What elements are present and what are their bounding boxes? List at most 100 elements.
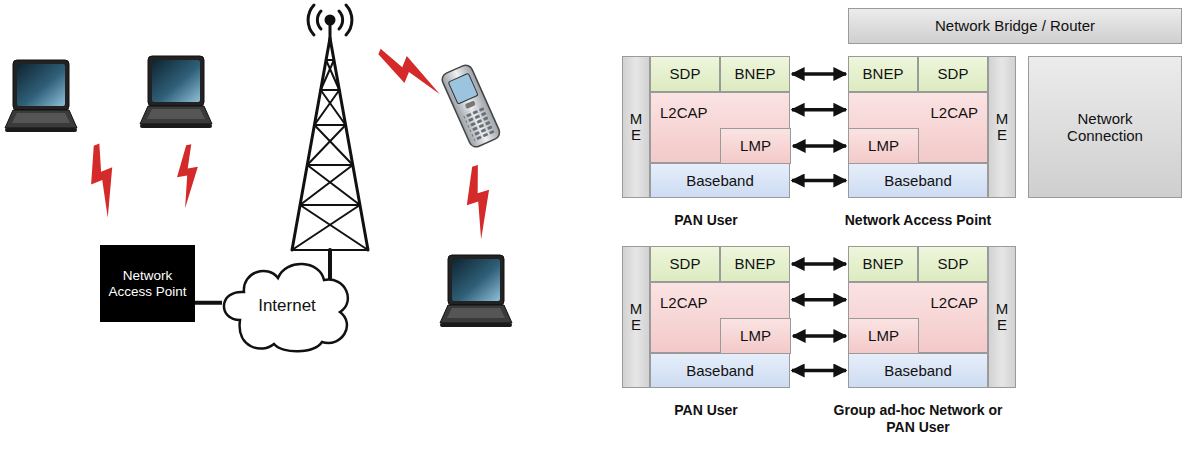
illustration-part [292,60,368,250]
illustration-part [300,204,360,206]
node-text: SDP [938,255,969,272]
illustration-part [317,11,321,29]
illustration-part [314,125,352,165]
node-text: Baseband [884,172,952,189]
node-text: Network Access Point [100,268,195,299]
node-text: Baseband [686,172,754,189]
caption-label: Network Access Point [818,212,1018,229]
protocol-box: Baseband [848,163,988,198]
node-text: M E [995,301,1010,334]
protocol-box: BNEP [848,56,918,92]
wireless-bolts [78,46,503,241]
node-text: L2CAP [930,294,978,311]
illustration-part [321,60,334,90]
caption-label: PAN User [622,212,790,229]
illustration-part [292,205,360,250]
illustration-part [172,144,205,209]
illustration-part [440,63,502,149]
cloud-shape [224,264,348,351]
node-text: BNEP [863,255,904,272]
management-entity: M E [622,56,650,198]
illustration-part [321,89,340,91]
protocol-box: Baseband [848,353,988,388]
illustration-part [328,250,332,282]
illustration-part [140,56,212,128]
protocol-box: LMP [720,128,791,164]
node-text: SDP [670,65,701,82]
protocol-arrow [792,262,846,266]
node-text: LMP [740,137,771,154]
node-text: L2CAP [660,104,708,121]
illustration-part [314,90,339,125]
management-entity: M E [988,56,1016,198]
node-text: BNEP [863,65,904,82]
node-text: M E [629,111,644,144]
node-text: Network Connection [1058,110,1153,145]
protocol-arrow [793,144,846,148]
node-text: L2CAP [660,294,708,311]
protocol-arrow [792,108,846,112]
network-link [195,301,222,305]
node-text: LMP [740,327,771,344]
network-connection-box: Network Connection [1028,56,1182,198]
illustration-part [5,60,77,132]
router-box: Network Bridge / Router [848,8,1182,44]
node-text: Internet [258,296,316,316]
illustration-part [465,100,476,109]
protocol-box: LMP [720,318,791,354]
illustration-part [456,164,503,241]
node-text: Baseband [686,362,754,379]
illustration-part [78,142,129,218]
protocol-arrow [793,334,846,338]
caption-label: PAN User [622,402,790,419]
protocol-box: SDP [650,246,720,282]
protocol-box: SDP [918,56,988,92]
illustration-part [346,5,352,35]
protocol-arrow [792,369,846,373]
illustration-part [372,46,448,97]
protocol-box: BNEP [720,246,790,282]
illustration-part [339,11,343,29]
illustration-part [462,105,494,141]
management-entity: M E [988,246,1016,388]
illustration-part [307,125,345,165]
internet-cloud: Internet [222,258,352,353]
caption-label: Group ad-hoc Network or PAN User [830,402,1006,436]
protocol-box: L2CAP LMP [650,282,790,353]
node-text: LMP [868,327,899,344]
illustration-part [440,255,512,327]
illustration-part [308,5,314,35]
protocol-box: Baseband [650,353,790,388]
management-entity: M E [622,246,650,388]
radio-tower [292,5,368,282]
node-text: Baseband [884,362,952,379]
protocol-box: L2CAP LMP [848,282,988,353]
illustration-part [300,205,368,250]
protocol-box: SDP [918,246,988,282]
protocol-box: BNEP [848,246,918,282]
node-text: BNEP [735,255,776,272]
mobile-phone [440,63,502,149]
illustration-part [314,124,345,126]
protocol-box: LMP [848,318,919,354]
illustration-part [300,165,353,205]
protocol-box: L2CAP LMP [650,92,790,163]
node-text: SDP [938,65,969,82]
access-point-box: Network Access Point [100,245,195,322]
protocol-box: SDP [650,56,720,92]
illustration-part [307,164,353,166]
illustration-part [321,90,346,125]
node-text: M E [629,301,644,334]
node-text: Network Bridge / Router [935,17,1095,34]
node-text: M E [995,111,1010,144]
node-text: LMP [868,137,899,154]
protocol-box: LMP [848,128,919,164]
protocol-arrow [792,298,846,302]
node-text: SDP [670,255,701,272]
illustration-part [448,73,478,104]
protocol-arrow [792,179,846,183]
illustration-part [292,38,368,250]
protocol-box: L2CAPLMP [848,92,988,163]
illustration-part [307,165,360,205]
